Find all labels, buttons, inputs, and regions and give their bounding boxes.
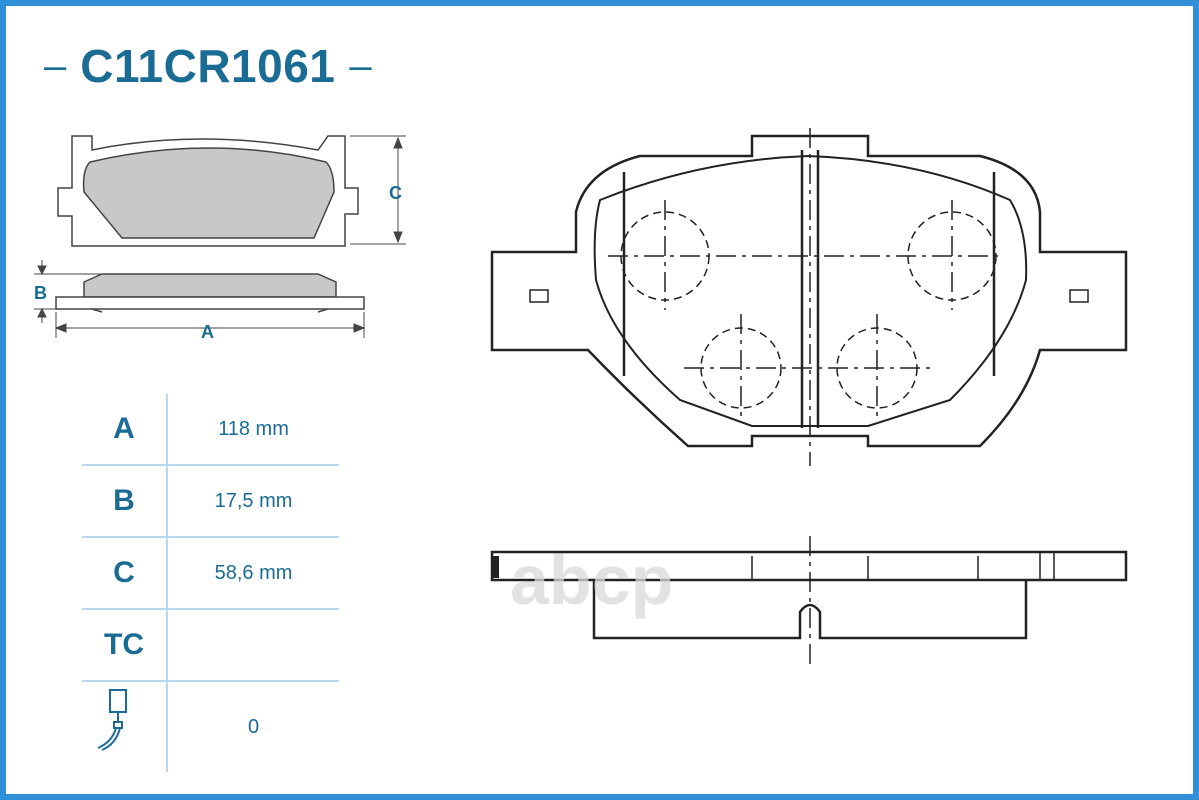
watermark: abcp [510,541,673,619]
specs-row-c: C 58,6 mm [82,538,339,610]
wear-sensor-icon [97,689,127,751]
dimension-a [54,312,366,338]
pad-technical-drawing-top [490,134,1128,448]
title-dash-right: – [349,43,372,88]
part-number: C11CR1061 [80,40,336,92]
dimension-b-label: B [34,283,47,303]
specs-row-b: B 17,5 mm [82,466,339,538]
dimension-a-label: A [201,322,214,342]
side-friction-large [592,580,1028,640]
dimension-b [34,260,102,323]
title-dash-left: – [44,43,67,88]
pad-side-view [55,273,365,313]
spec-key: A [82,394,168,464]
pad-technical-drawing-side [490,536,1128,664]
spec-value: 17,5 mm [214,489,293,512]
wear-sensor-cell [82,682,168,772]
page-title: – C11CR1061 – [44,38,372,94]
specs-row-wear-sensor: 0 [82,682,339,772]
specs-row-a: A 118 mm [82,394,339,466]
dimension-c [350,135,406,245]
friction-outline-large [593,154,1028,427]
friction-material [82,147,335,239]
side-backing-plate [55,296,365,310]
side-backing-plate-large [490,550,1128,582]
wear-sensor-value: 0 [247,715,260,738]
backing-plate-outline [57,135,359,247]
spec-key: C [82,538,168,608]
spec-key: TC [82,610,168,680]
spec-value: 118 mm [218,417,289,440]
specs-row-tc: TC [82,610,339,682]
backing-plate-large [490,134,1128,448]
pad-front-view [57,135,359,247]
spec-key: B [82,466,168,536]
spec-value: 58,6 mm [214,561,293,584]
spec-value [168,610,339,680]
piston-circles [608,128,1004,466]
dimension-c-label: C [389,183,402,203]
side-friction [83,273,337,298]
specs-table: A 118 mm B 17,5 mm C 58,6 mm TC 0 [82,394,339,772]
